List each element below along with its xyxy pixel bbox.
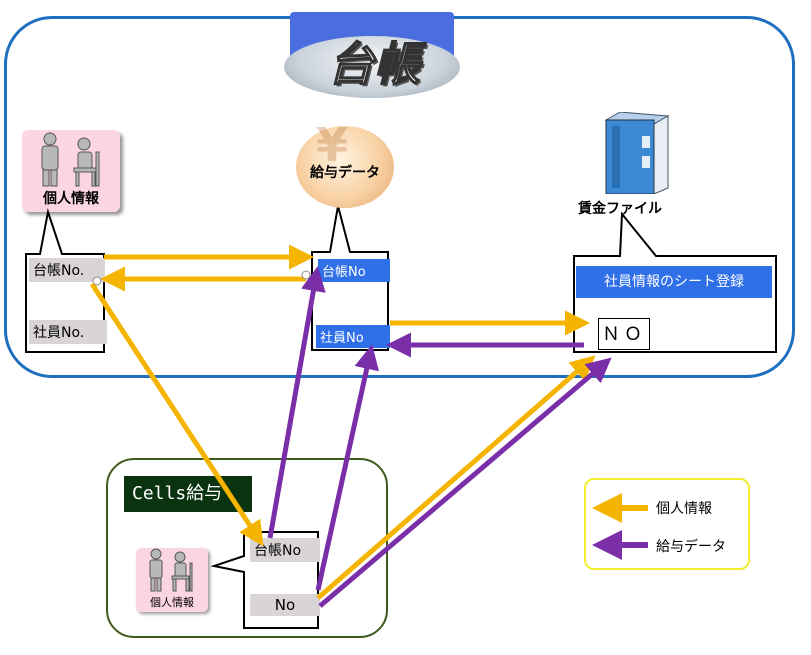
salary-data-label: 給与データ	[310, 165, 380, 181]
binder-icon	[604, 112, 670, 194]
wage-file-no-field: ＮＯ	[598, 318, 650, 350]
page-title: 台帳	[327, 36, 421, 92]
people-icon	[41, 132, 100, 187]
cells-personal-label: 個人情報	[150, 596, 194, 609]
connector-dot	[92, 276, 102, 286]
wage-file-header: 社員情報のシート登録	[576, 266, 772, 298]
wage-file-label: 賃金ファイル	[578, 201, 662, 217]
title-badge: 台帳	[284, 12, 460, 98]
legend-box: 個人情報 給与データ	[584, 478, 750, 570]
personal-ledger-no: 台帳No.	[29, 258, 105, 282]
personal-employee-no: 社員No.	[29, 320, 107, 344]
arrow-cells-ledger-to-salary-ledger	[267, 266, 326, 539]
salary-data-icon	[296, 126, 394, 208]
title-badge-ellipse	[284, 36, 460, 98]
legend-label-personal: 個人情報	[656, 501, 712, 517]
legend-arrows	[592, 493, 648, 560]
cells-personal-icon-box: 個人情報	[136, 548, 208, 612]
cells-no: No	[250, 594, 320, 616]
cells-people-icon	[149, 548, 193, 592]
yen-icon: ¥	[316, 118, 349, 172]
salary-employee-no: 社員No	[316, 325, 390, 348]
connector-dot	[301, 270, 311, 280]
arrow-cells-no-to-salary-employee	[315, 344, 379, 591]
arrow-personal-to-cells-ledger	[89, 282, 264, 547]
personal-info-label: 個人情報	[43, 191, 99, 207]
personal-info-icon-box: 個人情報	[22, 130, 120, 212]
salary-ledger-no: 台帳No	[318, 259, 390, 282]
legend-label-salary: 給与データ	[656, 539, 726, 555]
arrow-cells-no-to-wage-purple	[318, 357, 612, 608]
arrow-cells-no-to-wage-yellow	[316, 355, 596, 600]
